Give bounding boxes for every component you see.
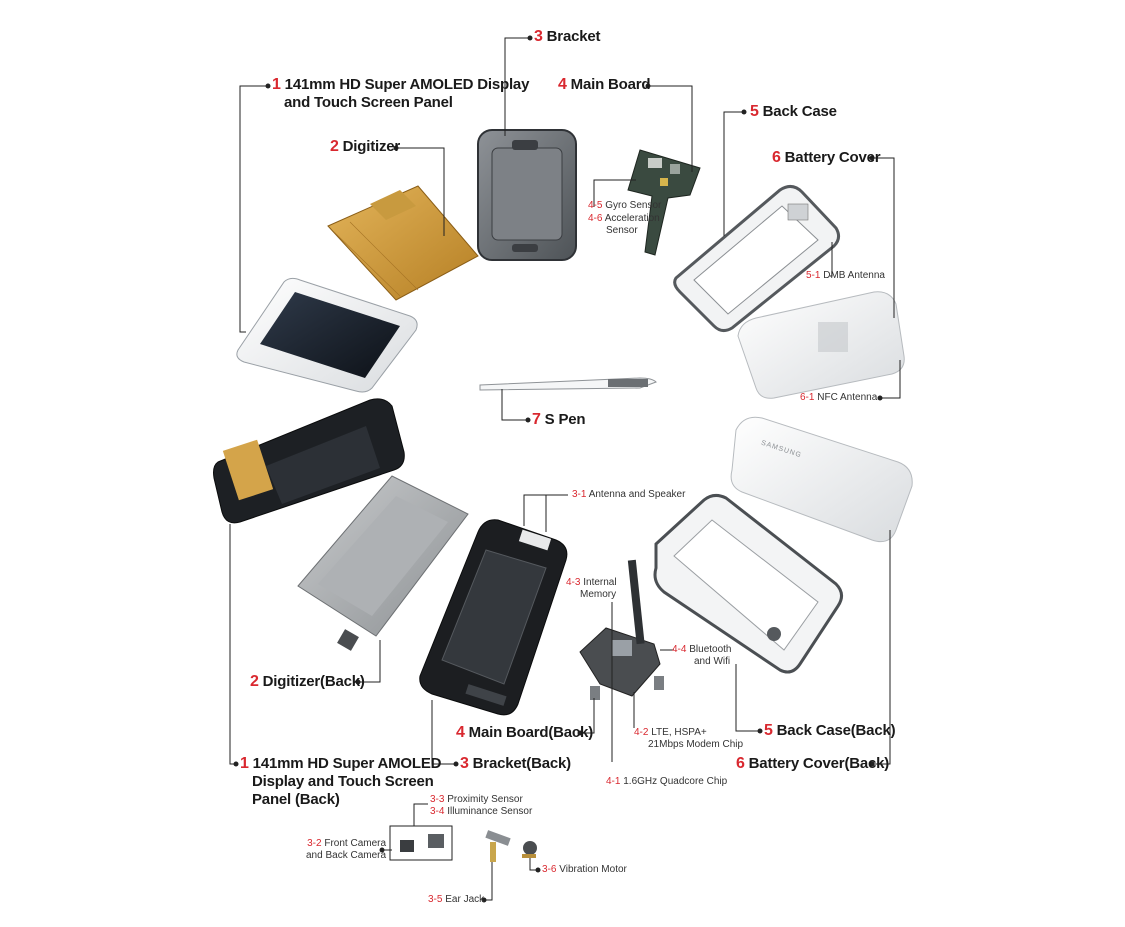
back-case-part [673, 185, 841, 333]
leader-lines [229, 37, 901, 901]
label-vibration-motor: 3-6 Vibration Motor [542, 864, 627, 875]
label-internal-memory: 4-3 Internal Memory [566, 577, 617, 600]
leader-dots [233, 35, 883, 903]
label-digitizer-back: 2 Digitizer(Back) [250, 673, 365, 690]
label-bracket-back: 3 Bracket(Back) [460, 755, 571, 772]
label-s-pen: 7 S Pen [532, 411, 586, 428]
label-back-case-back: 5 Back Case(Back) [764, 722, 896, 739]
main-board-part [627, 149, 701, 256]
label-back-case: 5 Back Case [750, 103, 837, 120]
label-quadcore-chip: 4-1 1.6GHz Quadcore Chip [606, 776, 728, 787]
label-proximity-sensor: 3-3 Proximity Sensor [430, 794, 523, 805]
label-dmb-antenna: 5-1 DMB Antenna [806, 270, 885, 281]
s-pen-part [479, 377, 657, 391]
ear-jack-part [485, 830, 511, 862]
display-back-part [213, 398, 405, 524]
label-display: 1 141mm HD Super AMOLED Display and Touc… [272, 76, 530, 112]
label-digitizer: 2 Digitizer [330, 138, 401, 155]
label-bluetooth-wifi: 4-4 Bluetooth and Wifi [672, 644, 732, 667]
label-camera: 3-2 Front Camera and Back Camera [306, 838, 387, 861]
battery-cover-back-part [730, 416, 913, 543]
label-main-board-back: 4 Main Board(Back) [456, 724, 593, 741]
back-case-back-part [653, 493, 843, 674]
camera-part [389, 825, 453, 861]
label-lte-modem: 4-2 LTE, HSPA+ 21Mbps Modem Chip [634, 727, 744, 750]
label-gyro-sensor: 4-5 Gyro Sensor [588, 200, 662, 211]
label-main-board: 4 Main Board [558, 76, 651, 93]
main-board-back-part [579, 559, 664, 700]
digitizer-back-part [297, 475, 469, 651]
label-antenna-speaker: 3-1 Antenna and Speaker [572, 489, 686, 500]
label-battery-cover: 6 Battery Cover [772, 149, 881, 166]
label-bracket: 3 Bracket [534, 28, 601, 45]
label-nfc-antenna: 6-1 NFC Antenna [800, 392, 878, 403]
label-acceleration-sensor: 4-6 Acceleration Sensor [588, 213, 660, 236]
label-ear-jack: 3-5 Ear Jack [428, 894, 485, 905]
label-display-back: 1 141mm HD Super AMOLED Display and Touc… [240, 755, 442, 808]
bracket-back-part [419, 519, 568, 716]
display-front-part [236, 277, 418, 393]
bracket-part [477, 129, 577, 261]
digitizer-part [327, 185, 479, 301]
battery-cover-part [737, 291, 905, 399]
vibration-motor-part [522, 841, 537, 858]
label-battery-cover-back: 6 Battery Cover(Back) [736, 755, 890, 772]
label-illuminance-sensor: 3-4 Illuminance Sensor [430, 806, 533, 817]
